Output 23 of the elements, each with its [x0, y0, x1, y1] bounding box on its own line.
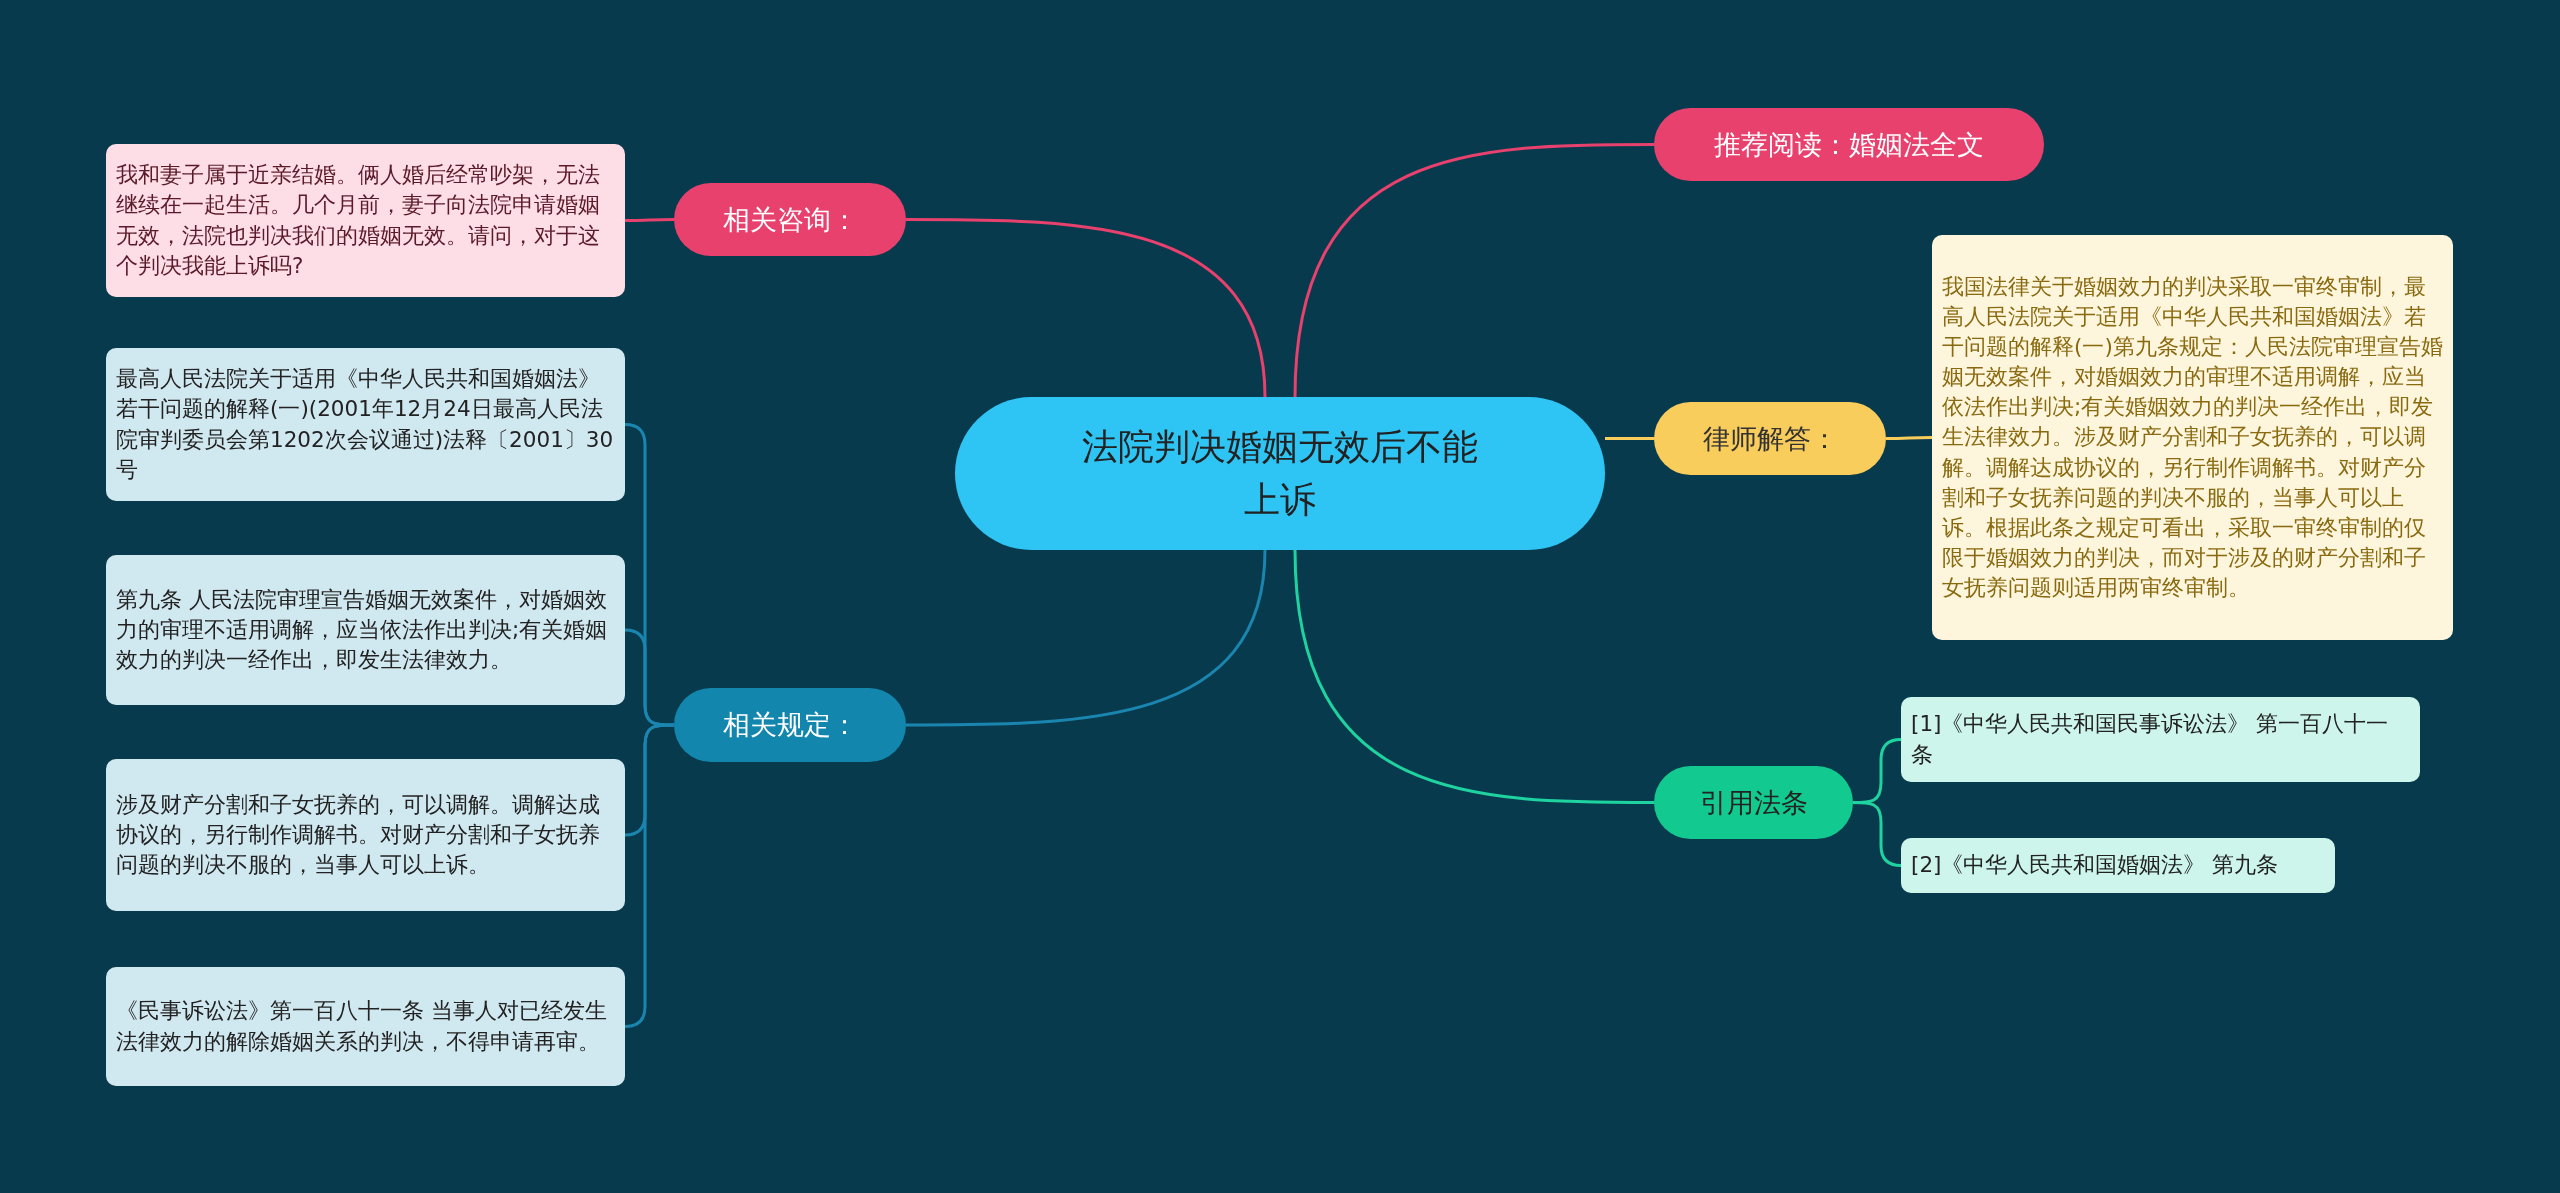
note-card: 最高人民法院关于适用《中华人民共和国婚姻法》若干问题的解释(一)(2001年12月24日最高人民法院审判委员会第1202次会议通过)法释〔2001〕30号: [106, 348, 625, 501]
note-card: [1]《中华人民共和国民事诉讼法》 第一百八十一条: [1901, 697, 2420, 782]
note-card: 我国法律关于婚姻效力的判决采取一审终审制，最高人民法院关于适用《中华人民共和国婚姻法》若干问题的解释(一)第九条规定：人民法院审理宣告婚姻无效案件，对婚姻效力的审理不适用调解，应当依法作出判决;有关婚姻效力的判决一经作出，即发生法律效力。涉及财产分割和子女抚养的，可以调解。调解达成协议的，另行制作调解书。对财产分割和子女抚养问题的判决不服的，当事人可以上诉。根据此条之规定可看出，采取一审终审制的仅限于婚姻效力的判决，而对于涉及的财产分割和子女抚养问题则适用两审终审制。: [1932, 235, 2453, 640]
note-card: 第九条 人民法院审理宣告婚姻无效案件，对婚姻效力的审理不适用调解，应当依法作出判决;有关婚姻效力的判决一经作出，即发生法律效力。: [106, 555, 625, 705]
connector-line: [625, 218, 674, 222]
connector-line: [1293, 549, 1654, 804]
topic-pill: 引用法条: [1654, 766, 1853, 839]
topic-pill: 相关咨询：: [674, 183, 906, 256]
note-card: 我和妻子属于近亲结婚。俩人婚后经常吵架，无法继续在一起生活。几个月前，妻子向法院申请婚姻无效，法院也判决我们的婚姻无效。请问，对于这个判决我能上诉吗?: [106, 144, 625, 297]
connector-line: [1605, 437, 1654, 440]
note-card: 涉及财产分割和子女抚养的，可以调解。调解达成协议的，另行制作调解书。对财产分割和子女抚养问题的判决不服的，当事人可以上诉。: [106, 759, 625, 911]
connector-line: [1853, 801, 1902, 867]
topic-pill: 律师解答：: [1654, 402, 1886, 475]
connector-line: [624, 628, 674, 727]
note-card: [2]《中华人民共和国婚姻法》 第九条: [1901, 838, 2335, 893]
connector-line: [1886, 436, 1932, 440]
central-topic: 法院判决婚姻无效后不能上诉: [955, 397, 1605, 550]
topic-pill: 推荐阅读：婚姻法全文: [1654, 108, 2044, 181]
note-card: 《民事诉讼法》第一百八十一条 当事人对已经发生法律效力的解除婚姻关系的判决，不得申请再审。: [106, 967, 625, 1086]
topic-pill: 相关规定：: [674, 688, 906, 762]
connector-line: [906, 218, 1267, 398]
connector-line: [1293, 143, 1654, 398]
connector-line: [906, 549, 1267, 727]
